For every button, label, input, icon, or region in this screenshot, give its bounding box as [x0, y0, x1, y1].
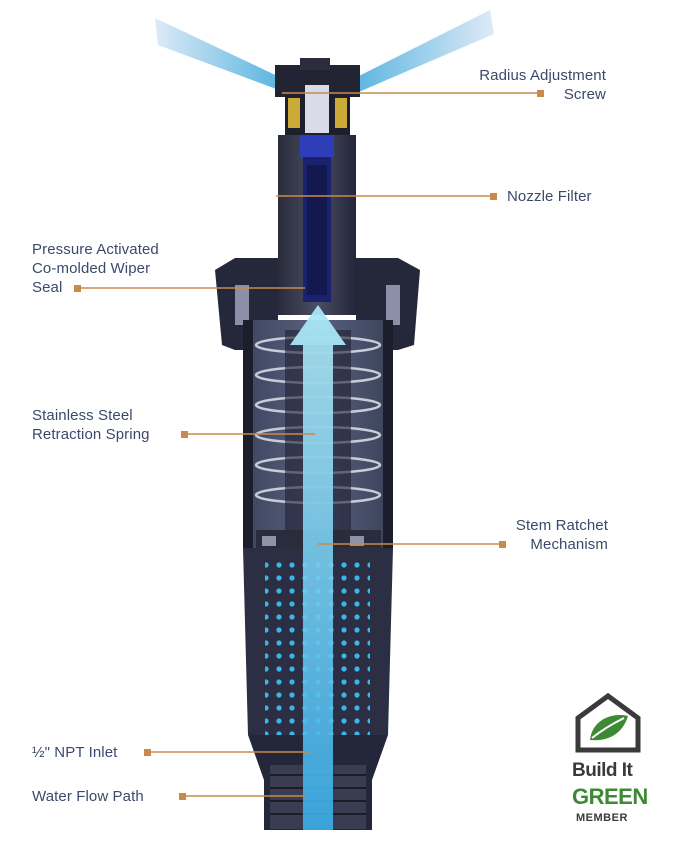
spray-right — [335, 10, 494, 100]
build-it-green-badge: Build It GREEN MEMBER — [568, 690, 664, 830]
badge-line2: GREEN — [572, 784, 648, 809]
label-text: Stainless Steel — [32, 407, 133, 424]
leader-markers — [74, 90, 544, 800]
label-nozzle-filter: Nozzle Filter — [507, 188, 592, 205]
label-retraction-spring: Stainless Steel Retraction Spring — [32, 406, 150, 444]
label-radius-adjustment-screw: Radius Adjustment Screw — [479, 66, 606, 104]
water-flow-arrow — [290, 305, 346, 830]
riser-tube — [278, 135, 356, 315]
leader-lines — [78, 92, 540, 797]
label-text: Stem Ratchet — [515, 517, 608, 534]
label-wiper-seal: Pressure Activated Co-molded Wiper Seal — [32, 240, 159, 297]
badge-line1: Build It — [572, 760, 633, 781]
label-stem-ratchet: Stem Ratchet Mechanism — [516, 516, 608, 554]
label-text: Co-molded Wiper — [32, 260, 151, 277]
badge-line3: MEMBER — [576, 812, 628, 824]
label-text: Retraction Spring — [32, 426, 150, 443]
spray-left — [155, 18, 295, 96]
label-npt-inlet: ½" NPT Inlet — [32, 744, 118, 761]
house-leaf-icon — [575, 692, 641, 753]
label-text: Mechanism — [530, 536, 608, 553]
label-water-flow-path: Water Flow Path — [32, 788, 144, 805]
label-text: Radius Adjustment — [479, 67, 606, 84]
label-text: Seal — [32, 279, 63, 296]
nozzle-cap — [275, 58, 360, 137]
label-text: Screw — [563, 86, 606, 103]
label-text: Pressure Activated — [32, 241, 159, 258]
